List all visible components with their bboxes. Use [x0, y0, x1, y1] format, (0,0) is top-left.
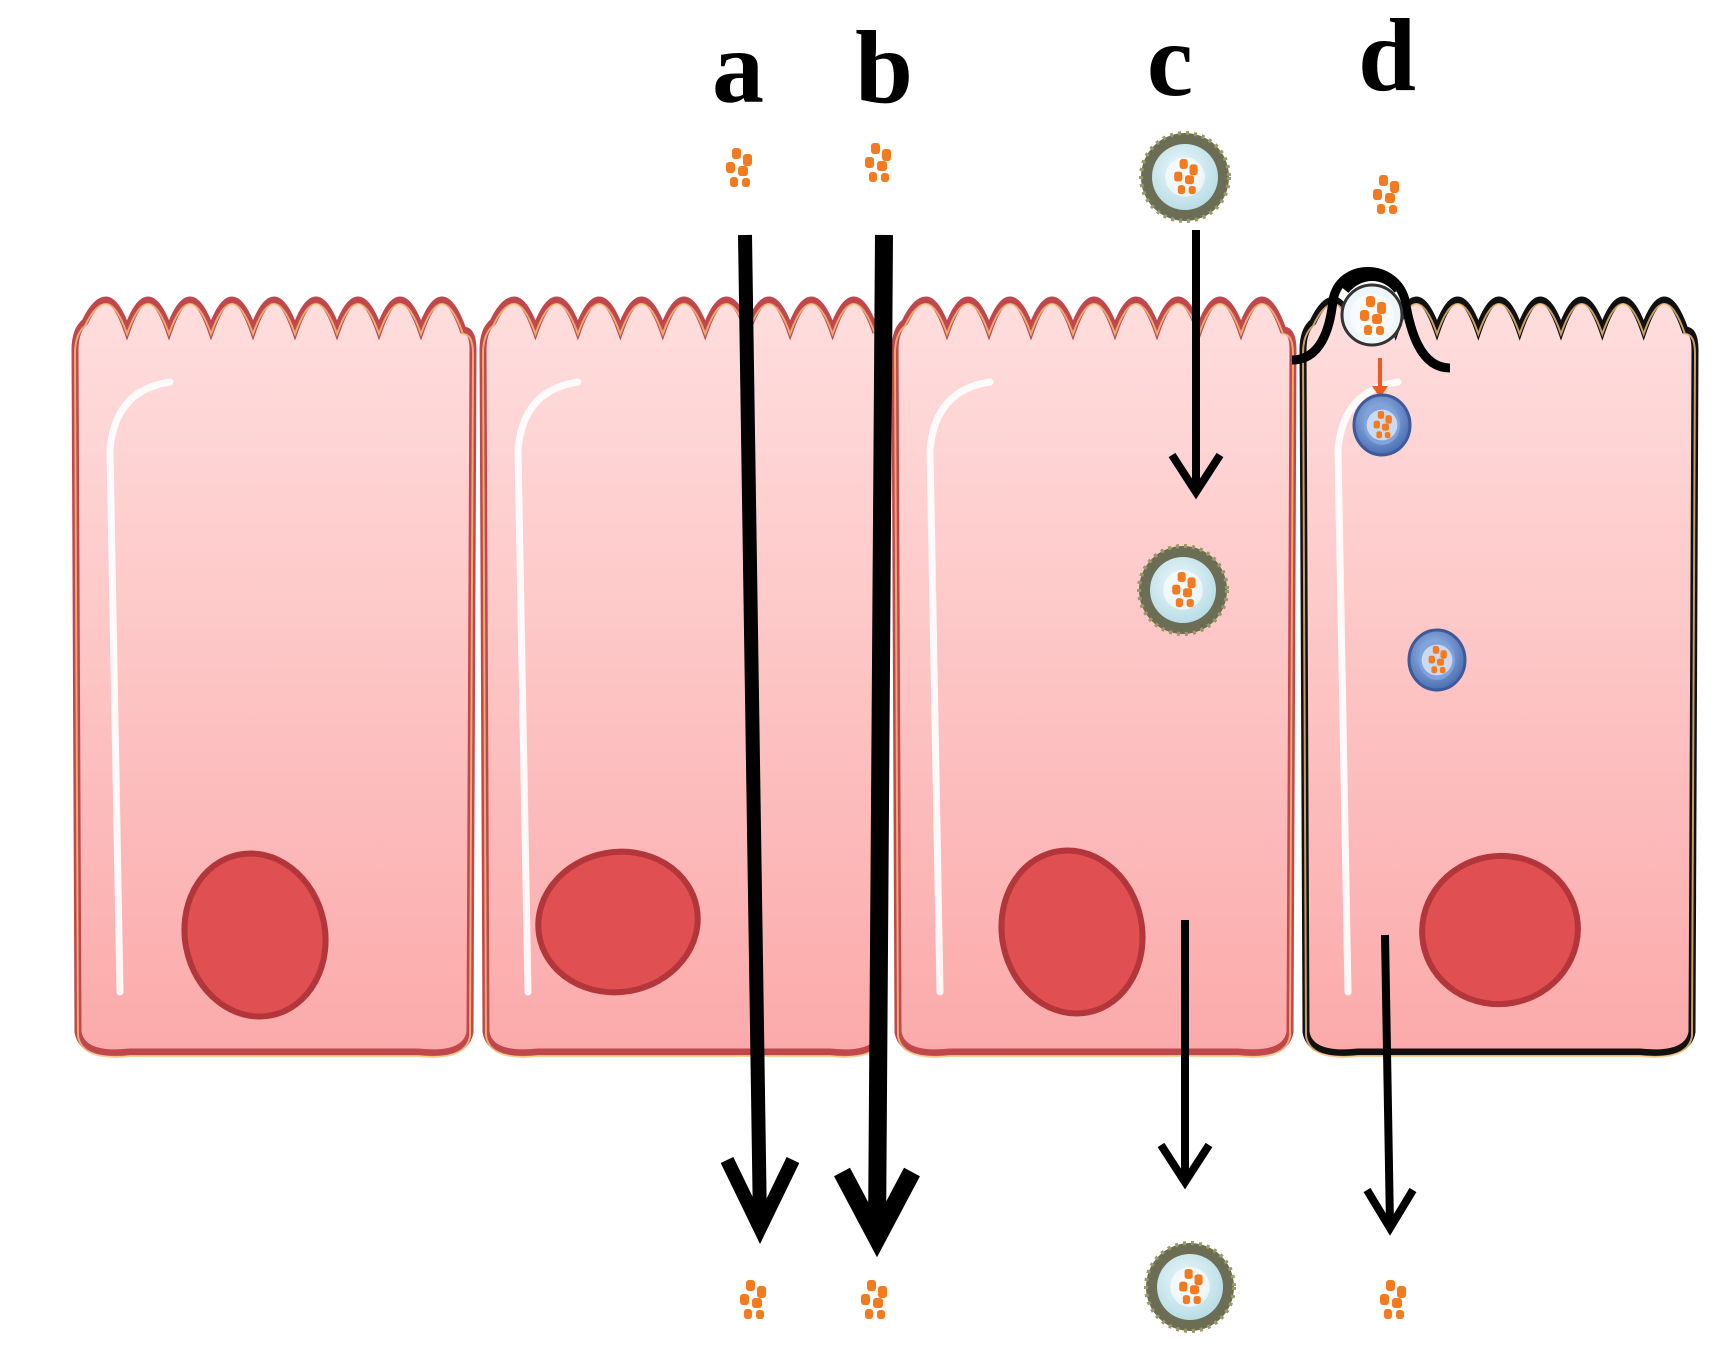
epithelial-cells [71, 296, 1699, 1058]
vesicle-basolateral [1146, 1243, 1234, 1331]
particle-b-apical [855, 141, 899, 185]
cell-body [71, 296, 477, 1057]
particle-b-basolateral [851, 1278, 895, 1322]
arrow-b [868, 234, 893, 1236]
nucleus [1419, 852, 1581, 1008]
route-label-b: b [855, 10, 913, 125]
arrow-a [738, 234, 767, 1226]
route-label-c: c [1147, 3, 1193, 118]
particle-d-apical [1363, 173, 1407, 217]
nucleus [535, 848, 701, 996]
arrow-d-bottom [1381, 934, 1394, 1226]
route-labels: a b c d [712, 0, 1416, 125]
route-label-a: a [712, 10, 764, 125]
transport-arrows [720, 230, 1417, 1258]
receptor-pit [1291, 267, 1451, 373]
nucleus [998, 847, 1146, 1017]
route-label-d: d [1358, 0, 1416, 113]
particle-d-basolateral [1370, 1278, 1414, 1322]
epithelial-cell-2 [479, 296, 889, 1058]
particle-in-pit [1350, 294, 1394, 338]
endosome-2 [1409, 630, 1465, 690]
nucleus [181, 850, 329, 1020]
epithelial-cell-1 [71, 296, 477, 1058]
endosome-1 [1354, 395, 1410, 455]
vesicle-intracellular [1139, 546, 1227, 634]
route-d-endocytosis [1291, 173, 1465, 1322]
particle-a-basolateral [730, 1278, 774, 1322]
vesicle-apical [1141, 133, 1229, 221]
particle-a-apical [716, 146, 760, 190]
epithelial-cell-3 [891, 296, 1297, 1058]
receptor-pit-cap [1341, 272, 1402, 294]
